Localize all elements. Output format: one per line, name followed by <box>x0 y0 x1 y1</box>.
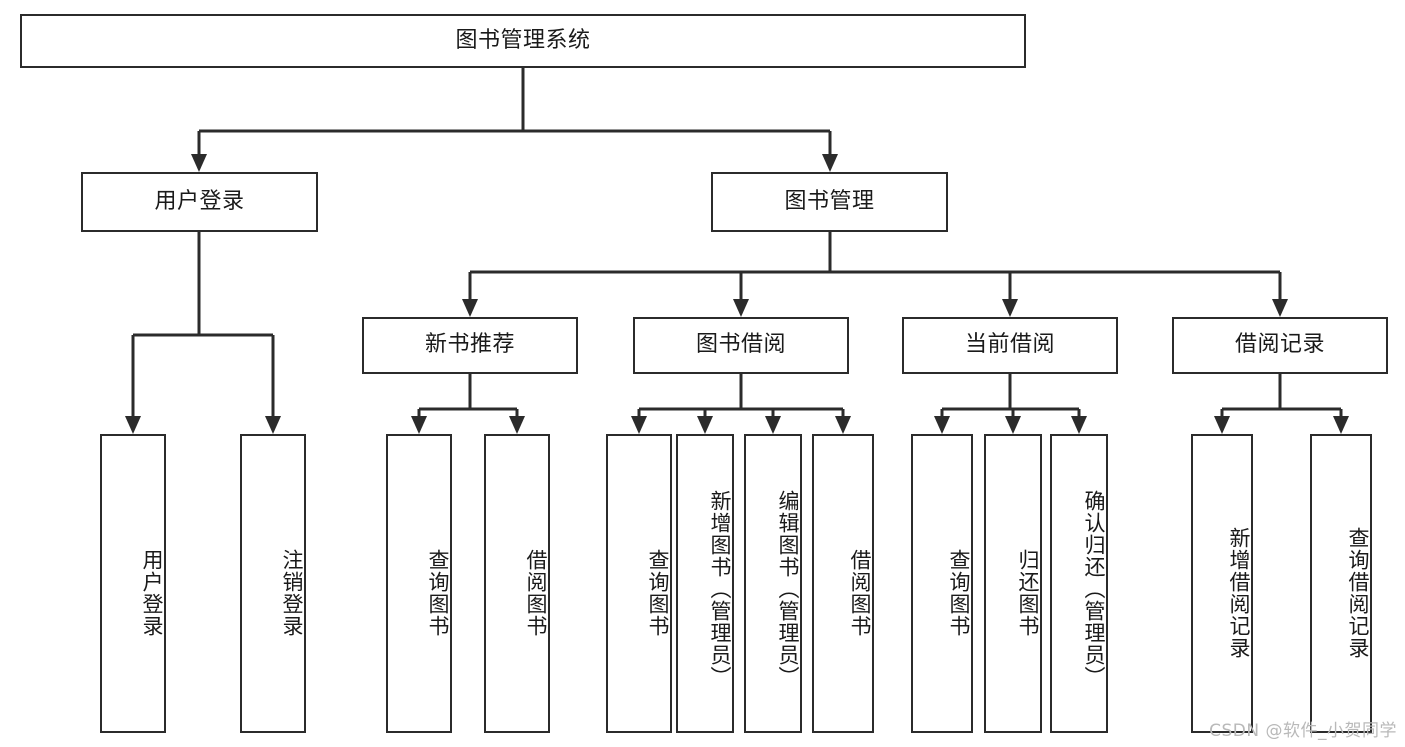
node-label: 图书管理 <box>784 188 875 214</box>
level2-node-图书借阅-1: 图书借阅 <box>633 317 849 374</box>
node-label: 当前借阅 <box>964 332 1055 358</box>
manage-branch-1-head <box>733 299 749 317</box>
node-label: 用户登录 <box>154 188 245 214</box>
group-1-branch-1-head <box>697 416 713 434</box>
node-label: 借阅记录 <box>1234 332 1325 358</box>
node-label: 归还图书 <box>1016 548 1040 637</box>
node-label: 新书推荐 <box>424 332 515 358</box>
group-2-branch-2-head <box>1071 416 1087 434</box>
node-label: 借阅图书 <box>524 548 548 637</box>
login-branch-1-head <box>265 416 281 434</box>
leaf-node-用户登录-0: 用户登录 <box>100 434 166 733</box>
node-label: 查询借阅记录 <box>1346 526 1370 659</box>
level2-node-借阅记录-3: 借阅记录 <box>1172 317 1388 374</box>
node-label: 注销登录 <box>280 548 304 637</box>
node-label: 查询图书 <box>426 548 450 637</box>
login-branch-0-head <box>125 416 141 434</box>
leaf-node-注销登录-1: 注销登录 <box>240 434 306 733</box>
node-label: 查询图书 <box>646 548 670 637</box>
node-label: 新增图书（管理员） <box>708 489 732 688</box>
leaf-node-新增借阅记录-11: 新增借阅记录 <box>1191 434 1253 733</box>
group-1-branch-3-head <box>835 416 851 434</box>
leaf-node-编辑图书管理员-6: 编辑图书（管理员） <box>744 434 802 733</box>
level2-node-新书推荐-0: 新书推荐 <box>362 317 578 374</box>
node-label: 确认归还（管理员） <box>1082 489 1106 688</box>
group-3-branch-1-head <box>1333 416 1349 434</box>
node-label: 图书管理系统 <box>455 27 591 53</box>
node-label: 借阅图书 <box>848 548 872 637</box>
leaf-node-查询借阅记录-12: 查询借阅记录 <box>1310 434 1372 733</box>
leaf-node-借阅图书-7: 借阅图书 <box>812 434 874 733</box>
leaf-node-借阅图书-3: 借阅图书 <box>484 434 550 733</box>
node-label: 编辑图书（管理员） <box>776 489 800 688</box>
root-branch-1-head <box>822 154 838 172</box>
level1-node-图书管理-1: 图书管理 <box>711 172 948 232</box>
leaf-node-确认归还管理员-10: 确认归还（管理员） <box>1050 434 1108 733</box>
node-label: 图书借阅 <box>695 332 786 358</box>
leaf-node-归还图书-9: 归还图书 <box>984 434 1042 733</box>
manage-branch-2-head <box>1002 299 1018 317</box>
level2-node-当前借阅-2: 当前借阅 <box>902 317 1118 374</box>
root-branch-0-head <box>191 154 207 172</box>
node-label: 查询图书 <box>947 548 971 637</box>
node-label: 用户登录 <box>140 548 164 637</box>
level1-node-用户登录-0: 用户登录 <box>81 172 318 232</box>
manage-branch-0-head <box>462 299 478 317</box>
root-node-图书管理系统-0: 图书管理系统 <box>20 14 1026 68</box>
group-1-branch-2-head <box>765 416 781 434</box>
leaf-node-查询图书-4: 查询图书 <box>606 434 672 733</box>
group-2-branch-1-head <box>1005 416 1021 434</box>
group-0-branch-0-head <box>411 416 427 434</box>
manage-branch-3-head <box>1272 299 1288 317</box>
group-3-branch-0-head <box>1214 416 1230 434</box>
node-label: 新增借阅记录 <box>1227 526 1251 659</box>
group-0-branch-1-head <box>509 416 525 434</box>
group-1-branch-0-head <box>631 416 647 434</box>
leaf-node-新增图书管理员-5: 新增图书（管理员） <box>676 434 734 733</box>
leaf-node-查询图书-2: 查询图书 <box>386 434 452 733</box>
group-2-branch-0-head <box>934 416 950 434</box>
leaf-node-查询图书-8: 查询图书 <box>911 434 973 733</box>
